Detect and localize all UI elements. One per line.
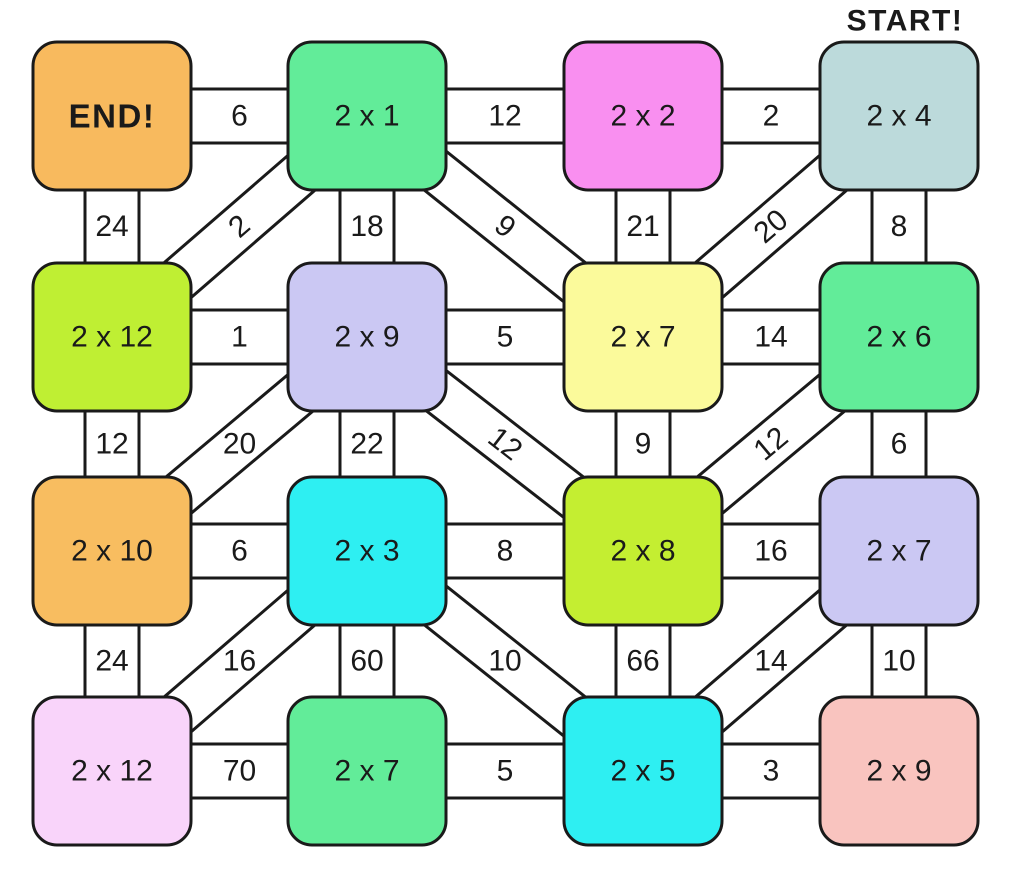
path-answer-label: 9 [488,208,522,244]
maze-box-shape-2x12-a[interactable] [31,261,193,413]
maze-box-shape-2x10[interactable] [31,475,193,627]
path-answer-label: 5 [497,321,514,354]
maze-box-2x4[interactable]: 2 x 4 [818,40,980,192]
problem-label-2x12-a: 2 x 12 [71,321,153,354]
maze-box-shape-end[interactable] [31,40,193,192]
problem-label-2x4: 2 x 4 [866,100,931,133]
path-answer-label: 12 [95,428,128,461]
path-answer-label: 14 [754,321,787,354]
path-answer-label: 14 [754,645,787,678]
path-answer-label: 24 [95,210,128,243]
maze-box-shape-2x5[interactable] [562,695,724,847]
path-answer-label: 10 [882,645,915,678]
start-label: START! [847,5,964,38]
path-answer-label: 1 [231,321,248,354]
maze-box-shape-2x2[interactable] [562,40,724,192]
problem-label-2x8: 2 x 8 [610,535,675,568]
maze-box-shape-2x6[interactable] [818,261,980,413]
path-answer-label: 2 [763,100,780,133]
maze-box-2x9-a[interactable]: 2 x 9 [286,261,448,413]
problem-label-2x12-b: 2 x 12 [71,755,153,788]
problem-label-2x6: 2 x 6 [866,321,931,354]
problem-label-2x7-b: 2 x 7 [866,535,931,568]
path-answer-label: 18 [350,210,383,243]
maze-box-shape-2x8[interactable] [562,475,724,627]
maze-box-2x8[interactable]: 2 x 8 [562,475,724,627]
maze-box-2x7-c[interactable]: 2 x 7 [286,695,448,847]
maze-box-2x10[interactable]: 2 x 10 [31,475,193,627]
path-answer-label: 6 [231,100,248,133]
problem-label-2x3: 2 x 3 [334,535,399,568]
maze-box-2x7-b[interactable]: 2 x 7 [818,475,980,627]
path-answer-label: 5 [497,755,514,788]
maze-box-2x12-a[interactable]: 2 x 12 [31,261,193,413]
maze-box-2x3[interactable]: 2 x 3 [286,475,448,627]
path-answer-label: 8 [891,210,908,243]
maze-box-2x1[interactable]: 2 x 1 [286,40,448,192]
path-answer-label: 24 [95,645,128,678]
problem-label-2x10: 2 x 10 [71,535,153,568]
maze-box-shape-2x1[interactable] [286,40,448,192]
path-answer-label: 6 [231,535,248,568]
problem-label-2x7-c: 2 x 7 [334,755,399,788]
problem-label-2x7-a: 2 x 7 [610,321,675,354]
path-answer-label: 10 [488,645,521,678]
maze-box-2x2[interactable]: 2 x 2 [562,40,724,192]
path-answer-label: 2 [222,209,256,245]
path-answer-label: 20 [223,428,256,461]
path-answer-label: 70 [223,755,256,788]
end-label: END! [69,98,156,135]
maze-box-2x6[interactable]: 2 x 6 [818,261,980,413]
path-answer-label: 60 [350,645,383,678]
path-answer-label: 16 [223,645,256,678]
problem-label-2x9-a: 2 x 9 [334,321,399,354]
maze-box-2x12-b[interactable]: 2 x 12 [31,695,193,847]
path-answer-label: 21 [626,210,659,243]
path-answer-label: 22 [350,428,383,461]
path-answer-label: 16 [754,535,787,568]
path-answer-label: 8 [497,535,514,568]
maze-box-shape-2x7-b[interactable] [818,475,980,627]
maze-box-end[interactable]: END! [31,40,193,192]
path-answer-label: 9 [635,428,652,461]
maze-box-2x7-a[interactable]: 2 x 7 [562,261,724,413]
maze-box-shape-2x7-a[interactable] [562,261,724,413]
path-answer-label: 3 [763,755,780,788]
maze-box-shape-2x9-a[interactable] [286,261,448,413]
maze-box-shape-2x7-c[interactable] [286,695,448,847]
maze-box-shape-2x9-b[interactable] [818,695,980,847]
problem-label-2x1: 2 x 1 [334,100,399,133]
maze-box-2x5[interactable]: 2 x 5 [562,695,724,847]
path-answer-label: 12 [488,100,521,133]
maze-box-shape-2x12-b[interactable] [31,695,193,847]
problem-label-2x9-b: 2 x 9 [866,755,931,788]
path-answer-label: 6 [891,428,908,461]
problem-label-2x2: 2 x 2 [610,100,675,133]
maze-box-shape-2x4[interactable] [818,40,980,192]
maze-box-2x9-b[interactable]: 2 x 9 [818,695,980,847]
path-answer-label: 66 [626,645,659,678]
problem-label-2x5: 2 x 5 [610,755,675,788]
maze-box-shape-2x3[interactable] [286,475,448,627]
